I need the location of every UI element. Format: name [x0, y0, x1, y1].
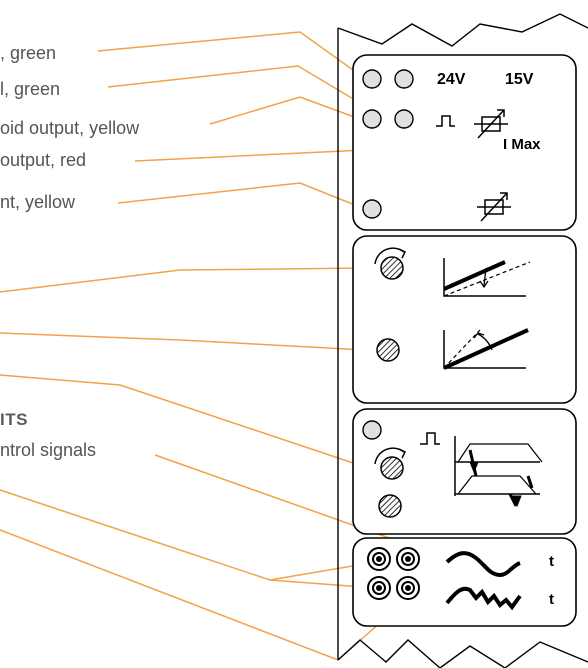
ramp-panel — [352, 408, 577, 535]
label-control-signals: ntrol signals — [0, 440, 97, 460]
panels — [352, 54, 577, 627]
offset-graph-icon — [443, 258, 531, 297]
label-15v: 15V — [505, 71, 534, 88]
label-current-led: nt, yellow — [0, 192, 76, 212]
pot-ramp-up[interactable] — [374, 447, 407, 480]
led-power-2 — [394, 69, 414, 89]
pot-offset[interactable] — [374, 247, 407, 280]
label-power-led-2: l, green — [0, 79, 61, 99]
measure-sockets[interactable] — [367, 547, 420, 600]
gain-graph-icon — [443, 328, 529, 370]
wave-icon-1 — [445, 551, 521, 578]
label-t-2: t — [549, 591, 554, 608]
variable-resistor-icon-2 — [477, 192, 511, 222]
wave-icon-2 — [445, 586, 522, 611]
led-solenoid — [362, 109, 382, 129]
label-24v: 24V — [437, 71, 466, 88]
led-ramp — [362, 420, 382, 440]
pot-gain[interactable] — [376, 338, 400, 362]
label-t-1: t — [549, 553, 554, 570]
ramp-step-icon — [420, 432, 440, 445]
leader-lines — [0, 31, 409, 661]
step-symbol-icon — [436, 115, 455, 127]
ramp-graph-icon — [454, 436, 543, 508]
label-power-led-1: , green — [0, 43, 57, 63]
label-output-red: output, red — [0, 150, 87, 170]
status-panel — [352, 54, 577, 231]
housing-outline — [337, 13, 588, 668]
led-current — [362, 199, 382, 219]
adjust-panel — [352, 235, 577, 404]
led-power-1 — [362, 69, 382, 89]
variable-resistor-icon — [474, 109, 508, 139]
section-heading: ITS — [0, 410, 28, 429]
pot-ramp-down[interactable] — [378, 494, 402, 518]
led-output — [394, 109, 414, 129]
label-solenoid-output: oid output, yellow — [0, 118, 140, 138]
label-i-max: I Max — [503, 136, 541, 153]
